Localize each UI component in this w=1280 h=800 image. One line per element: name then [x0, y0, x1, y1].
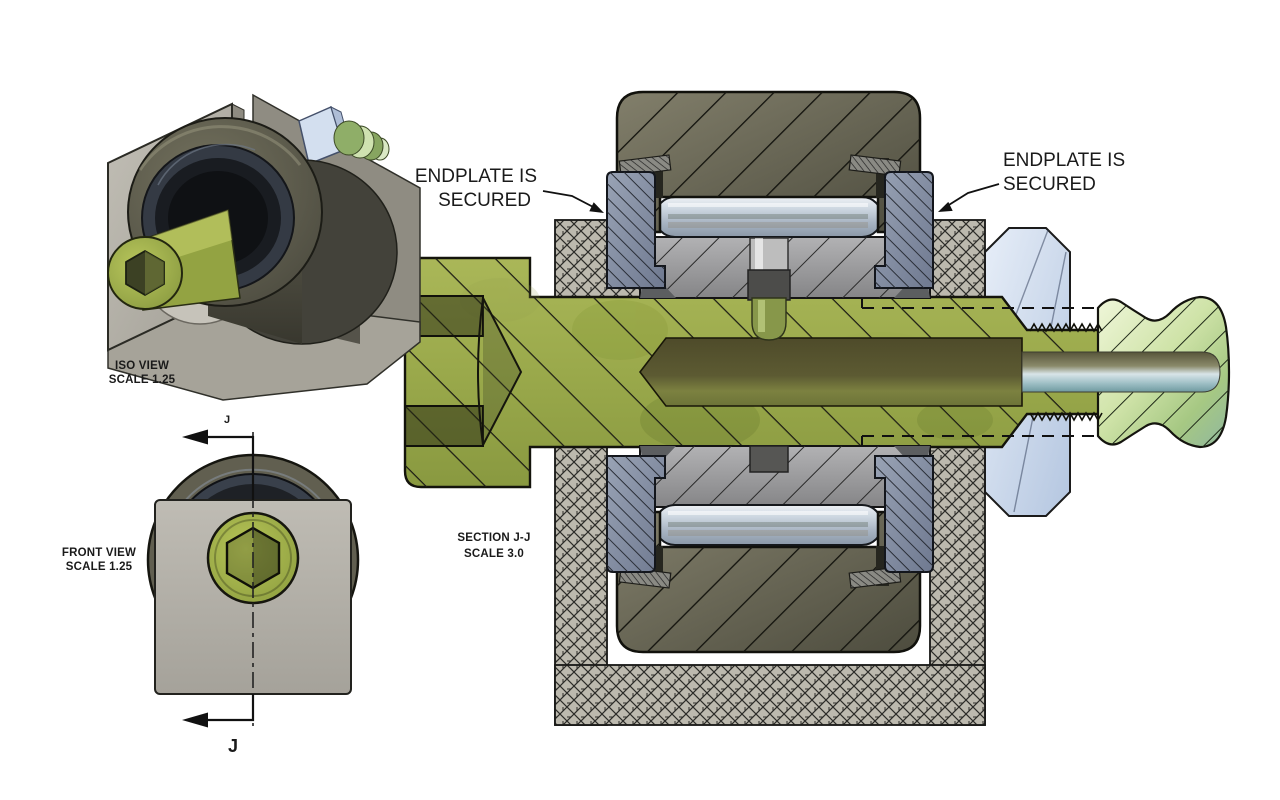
- thread-serrations: [1029, 322, 1103, 422]
- lube-pin: [747, 237, 791, 473]
- iso-view: ISO VIEW SCALE 1.25: [107, 93, 421, 401]
- callout-left-endplate: ENDPLATE IS SECURED: [415, 166, 604, 213]
- callout-right-line1: ENDPLATE IS: [1003, 150, 1125, 171]
- endplate-top-right: [874, 171, 934, 289]
- outer-ring-top: [615, 90, 922, 234]
- endplate-top-left: [606, 171, 666, 289]
- endplate-bottom-left: [606, 455, 666, 573]
- iso-view-title: ISO VIEW: [115, 360, 169, 372]
- section-marker-top: J: [224, 414, 230, 426]
- section-arrow-top: [182, 429, 208, 445]
- iso-grease-fitting: [333, 120, 390, 161]
- section-view: ENDPLATE IS SECURED ENDPLATE IS SECURED …: [403, 90, 1231, 726]
- iso-stud-head: [107, 208, 241, 311]
- callout-right-line2: SECURED: [1003, 174, 1096, 195]
- callout-left-line2: SECURED: [438, 190, 531, 211]
- outer-ring-bottom: [615, 510, 922, 654]
- callout-left-line1: ENDPLATE IS: [415, 166, 537, 187]
- lube-hole-bore: [638, 337, 1221, 407]
- section-view-title: SECTION J-J: [457, 532, 530, 544]
- needle-roller-bottom: [654, 504, 883, 546]
- arrowhead-left-leader: [589, 202, 604, 213]
- section-marker-bottom: J: [228, 736, 238, 756]
- section-view-scale: SCALE 3.0: [464, 548, 524, 560]
- callout-right-endplate: ENDPLATE IS SECURED: [938, 150, 1125, 212]
- front-view: J J FRONT VIEW SCALE 1.25: [62, 414, 360, 756]
- arrowhead-right-leader: [938, 201, 953, 212]
- section-cut-line: J J: [182, 414, 255, 756]
- bracket-crosshatch: [554, 219, 986, 726]
- endplate-bottom-right: [874, 455, 934, 573]
- front-view-scale: SCALE 1.25: [66, 561, 133, 573]
- front-view-title: FRONT VIEW: [62, 547, 136, 559]
- needle-roller-top: [654, 196, 883, 238]
- section-arrow-bottom: [182, 712, 208, 728]
- iso-hex-socket: [125, 249, 165, 297]
- seal-top-right: [848, 154, 902, 177]
- iso-view-scale: SCALE 1.25: [109, 374, 176, 386]
